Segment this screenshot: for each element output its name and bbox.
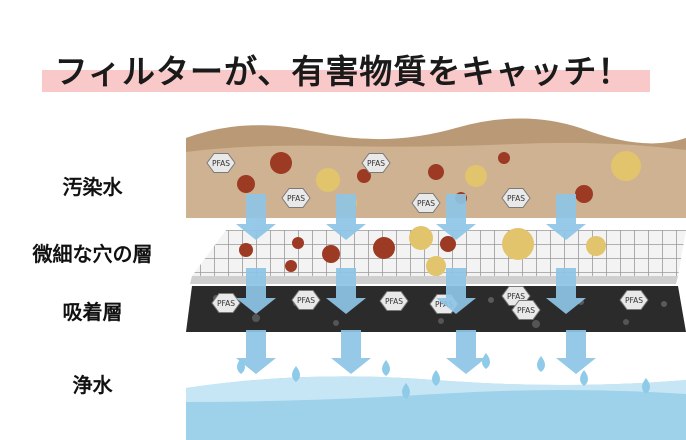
pfas-label: PFAS bbox=[217, 299, 235, 308]
title-area: フィルターが、有害物質をキャッチ！ bbox=[0, 0, 686, 110]
water-droplet bbox=[237, 358, 245, 374]
flow-arrow bbox=[546, 268, 586, 314]
flow-arrow bbox=[556, 330, 596, 374]
pfas-label: PFAS bbox=[417, 199, 435, 208]
title-highlight bbox=[42, 70, 650, 92]
water-droplet bbox=[580, 370, 588, 386]
flow-arrow bbox=[436, 268, 476, 314]
flow-arrow bbox=[236, 268, 276, 314]
label-polluted-water: 汚染水 bbox=[62, 175, 123, 199]
pfas-markers: PFAS PFAS PFAS PFAS PFAS PFAS PFAS PFAS PFAS PFAS… bbox=[206, 153, 649, 320]
flow-arrow bbox=[236, 194, 276, 240]
pfas-label: PFAS bbox=[507, 292, 525, 301]
water-droplet bbox=[642, 378, 650, 394]
pfas-hexagon: PFAS bbox=[379, 291, 409, 311]
label-adsorption-layer: 吸着層 bbox=[62, 300, 123, 324]
pfas-hexagon: PFAS bbox=[511, 300, 541, 320]
flow-arrow bbox=[436, 194, 476, 240]
pfas-hexagon: PFAS bbox=[411, 193, 441, 213]
pfas-hexagon: PFAS bbox=[281, 188, 311, 208]
pfas-label: PFAS bbox=[385, 297, 403, 306]
water-droplet bbox=[382, 360, 390, 376]
pfas-label: PFAS bbox=[297, 296, 315, 305]
pfas-label: PFAS bbox=[287, 194, 305, 203]
pfas-label: PFAS bbox=[517, 306, 535, 315]
yellow-particles bbox=[316, 151, 641, 276]
label-clean-water: 浄水 bbox=[72, 373, 113, 397]
red-particles bbox=[237, 152, 593, 272]
page-title: フィルターが、有害物質をキャッチ！ bbox=[54, 52, 632, 91]
water-droplet bbox=[402, 383, 410, 399]
water-droplet bbox=[482, 353, 490, 369]
pfas-label: PFAS bbox=[212, 159, 230, 168]
flow-arrows bbox=[236, 194, 596, 374]
water-droplet bbox=[432, 370, 440, 386]
flow-arrow bbox=[236, 330, 276, 374]
filter-diagram: PFAS PFAS PFAS PFAS PFAS PFAS PFAS PFAS PFAS PFAS… bbox=[186, 118, 686, 440]
flow-arrow bbox=[546, 194, 586, 240]
pfas-label: PFAS bbox=[625, 296, 643, 305]
pfas-hexagon: PFAS bbox=[206, 153, 236, 173]
flow-arrow bbox=[446, 330, 486, 374]
flow-arrow bbox=[326, 268, 366, 314]
water-droplet bbox=[537, 356, 545, 372]
pfas-label: PFAS bbox=[507, 194, 525, 203]
pfas-label: PFAS bbox=[435, 300, 453, 309]
pfas-hexagon: PFAS bbox=[501, 188, 531, 208]
water-droplet bbox=[292, 366, 300, 382]
flow-arrow bbox=[326, 194, 366, 240]
pfas-label: PFAS bbox=[367, 159, 385, 168]
pfas-hexagon: PFAS bbox=[361, 153, 391, 173]
flow-arrow bbox=[331, 330, 371, 374]
pfas-hexagon: PFAS bbox=[619, 290, 649, 310]
water-droplets bbox=[237, 353, 650, 399]
pfas-hexagon: PFAS bbox=[291, 290, 321, 310]
pfas-hexagon: PFAS bbox=[211, 293, 241, 313]
label-micropore-layer: 微細な穴の層 bbox=[32, 242, 153, 266]
